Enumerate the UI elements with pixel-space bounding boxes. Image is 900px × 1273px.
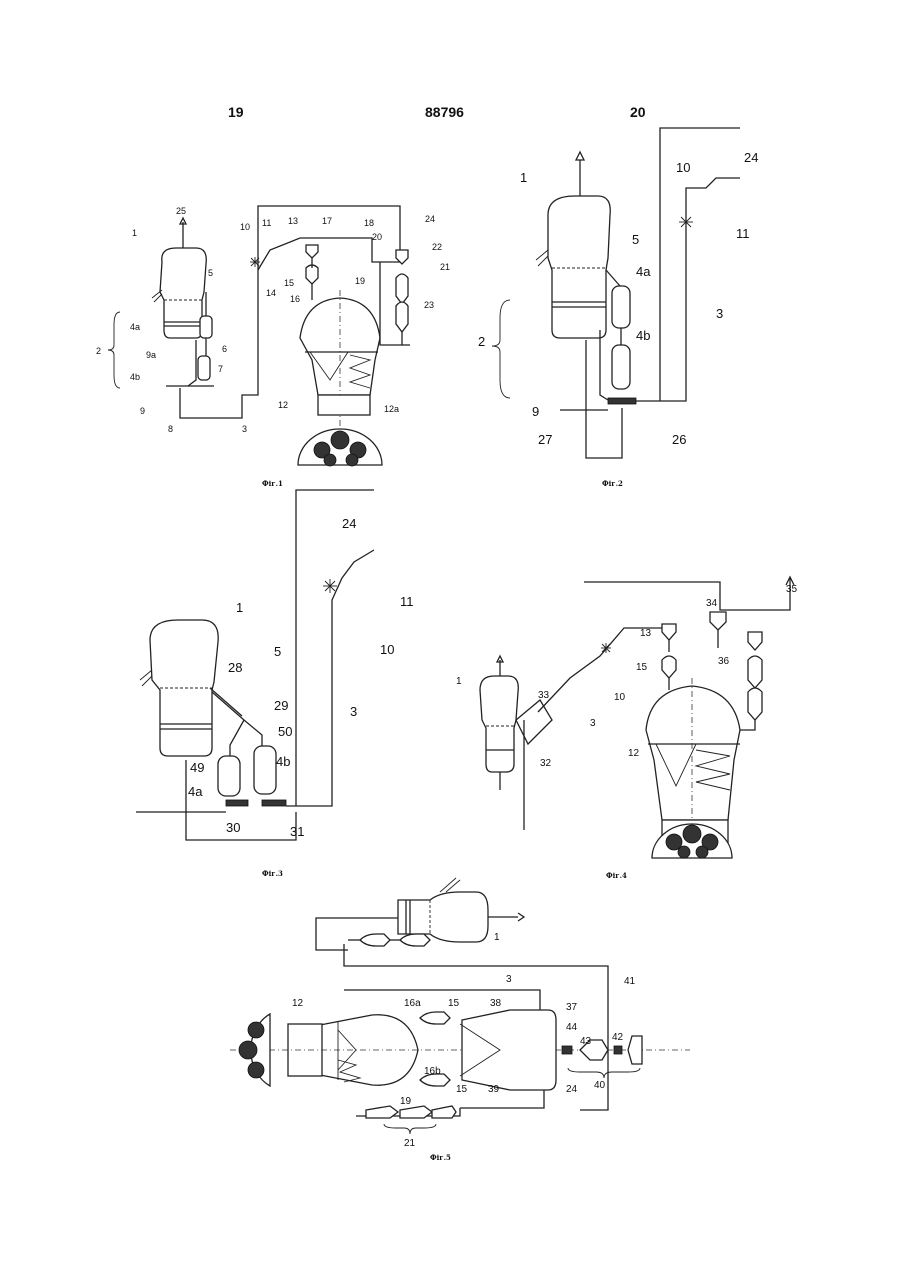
fig1-label-10: 10 [240,222,250,232]
fig1-label-12a: 12a [384,404,399,414]
fig5-label-15: 15 [448,998,460,1009]
fig5-label-15b: 15 [456,1084,468,1095]
fig1-label-9: 9 [140,406,145,416]
fig3-label-24: 24 [342,516,356,531]
fig5-label-42: 42 [612,1032,624,1043]
fig1-label-20: 20 [372,232,382,242]
fig1-label-23: 23 [424,300,434,310]
fig2-label-1: 1 [520,170,527,185]
fig5-label-43: 43 [580,1036,592,1047]
fig2-label-4a: 4a [636,264,651,279]
fig1-label-5: 5 [208,268,213,278]
figure-1 [108,206,410,466]
fig1-label-4a: 4a [130,322,140,332]
fig1-label-13: 13 [288,216,298,226]
fig2-label-10: 10 [676,160,690,175]
fig1-label-1: 1 [132,228,137,238]
fig5-label-24: 24 [566,1084,578,1095]
fig5-label-39: 39 [488,1084,500,1095]
fig1-label-21: 21 [440,262,450,272]
fig3-label-1: 1 [236,600,243,615]
fig5-label-19: 19 [400,1096,412,1107]
fig1-label-15: 15 [284,278,294,288]
fig1-label-2: 2 [96,346,101,356]
fig5-label-37: 37 [566,1002,578,1013]
fig5-label-38: 38 [490,998,502,1009]
fig2-label-9: 9 [532,404,539,419]
fig5-label-3: 3 [506,974,512,985]
fig5-label-41: 41 [624,976,636,987]
fig1-label-6: 6 [222,344,227,354]
fig1-label-16: 16 [290,294,300,304]
fig3-label-30: 30 [226,820,240,835]
fig3-label-49: 49 [190,760,204,775]
fig3-label-10: 10 [380,642,394,657]
fig4-label-1: 1 [456,676,462,687]
figure-3 [136,490,374,840]
fig1-label-25: 25 [176,206,186,216]
fig5-label-21: 21 [404,1138,416,1149]
fig3-label-4a: 4a [188,784,203,799]
fig4-label-33: 33 [538,690,550,701]
fig1-label-9a: 9a [146,350,156,360]
fig2-label-27: 27 [538,432,552,447]
fig1-label-8: 8 [168,424,173,434]
fig4-label-13: 13 [640,628,652,639]
fig3-label-31: 31 [290,824,304,839]
fig5-caption: Фіг.5 [430,1153,451,1162]
fig2-label-11: 11 [736,226,750,241]
fig1-label-14: 14 [266,288,276,298]
fig2-label-5: 5 [632,232,639,247]
vessel-1 [480,676,518,772]
fig5-label-44: 44 [566,1022,578,1033]
fig4-label-3: 3 [590,718,596,729]
fig4-label-32: 32 [540,758,552,769]
fig1-label-4b: 4b [130,372,140,382]
fig4-label-34: 34 [706,598,718,609]
fig5-label-16b: 16b [424,1066,441,1077]
fig4-label-12: 12 [628,748,640,759]
fig1-label-12: 12 [278,400,288,410]
fig2-caption: Фіг.2 [602,479,623,488]
fig3-label-3: 3 [350,704,357,719]
fig1-label-22: 22 [432,242,442,252]
fig3-label-50: 50 [278,724,292,739]
fig4-label-10: 10 [614,692,626,703]
fig2-label-4b: 4b [636,328,650,343]
fig3-label-4b: 4b [276,754,290,769]
vessel-1 [548,196,610,338]
fig1-label-7: 7 [218,364,223,374]
vessel-1 [160,248,206,338]
fig1-caption: Фіг.1 [262,479,283,488]
fig5-label-12: 12 [292,998,304,1009]
figure-2 [492,128,740,458]
fig1-label-3: 3 [242,424,247,434]
fig1-label-24: 24 [425,214,435,224]
fig2-label-26: 26 [672,432,686,447]
fig1-label-18: 18 [364,218,374,228]
figure-4 [480,577,794,858]
fig1-label-17: 17 [322,216,332,226]
fig5-label-16a: 16a [404,998,421,1009]
fig3-label-28: 28 [228,660,242,675]
fig1-label-19: 19 [355,276,365,286]
fig4-label-35: 35 [786,584,798,595]
fig2-label-2: 2 [478,334,485,349]
fig5-label-40: 40 [594,1080,606,1091]
fig3-label-5: 5 [274,644,281,659]
fig5-label-1: 1 [494,932,500,943]
fig2-label-24: 24 [744,150,758,165]
fig2-label-3: 3 [716,306,723,321]
fig4-label-36: 36 [718,656,730,667]
fig3-label-11: 11 [400,594,414,609]
fig4-label-15: 15 [636,662,648,673]
fig1-label-11: 11 [262,218,271,228]
fig4-caption: Фіг.4 [606,871,627,880]
fig3-label-29: 29 [274,698,288,713]
fig3-caption: Фіг.3 [262,869,283,878]
